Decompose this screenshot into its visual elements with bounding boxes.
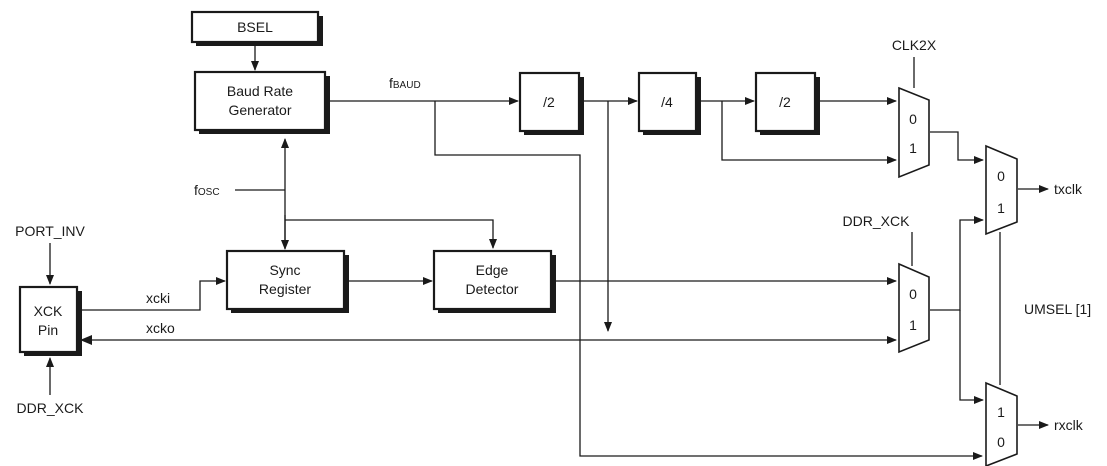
wires: [46, 43, 1049, 460]
rx-mux-input-1: 1: [997, 404, 1005, 420]
edge-label-line2: Detector: [466, 281, 519, 297]
bsel-label: BSEL: [237, 19, 273, 35]
tx-mux-input-1: 1: [997, 200, 1005, 216]
blocks: BSEL Baud Rate Generator /2 /4 /2 Sync R…: [18, 10, 820, 356]
divide-by-2-block-b: [754, 71, 817, 133]
clk2x-mux: [898, 86, 930, 179]
clk2x-mux-input-1: 1: [909, 140, 917, 156]
xcko-label: xcko: [146, 320, 175, 336]
fosc-sub: OSC: [198, 187, 220, 198]
edge-label-line1: Edge: [476, 262, 509, 278]
xck-label-line2: Pin: [38, 322, 58, 338]
sync-label-line1: Sync: [269, 262, 300, 278]
div2a-label: /2: [543, 94, 555, 110]
umsel-label: UMSEL [1]: [1024, 301, 1091, 317]
ddr-xck-bottom-label: DDR_XCK: [17, 400, 85, 416]
sync-label-line2: Register: [259, 281, 311, 297]
div2b-label: /2: [779, 94, 791, 110]
clk2x-label: CLK2X: [892, 37, 937, 53]
fbaud-main: f: [389, 75, 393, 91]
rx-mux-input-0: 0: [997, 434, 1005, 450]
wire-xcki: [80, 277, 226, 311]
div4-label: /4: [661, 94, 673, 110]
ddr-mux-input-0: 0: [909, 286, 917, 302]
xcki-label: xcki: [146, 290, 170, 306]
fosc-main: f: [194, 182, 198, 198]
ddr-xck-top-label: DDR_XCK: [843, 213, 911, 229]
wire-fbaud-to-rx-mux0: [434, 101, 983, 460]
xck-label-line1: XCK: [34, 303, 63, 319]
signal-labels: fBAUD fOSC CLK2X DDR_XCK PORT_INV DDR_XC…: [15, 37, 1091, 433]
bsel-block: [190, 10, 320, 44]
port-inv-label: PORT_INV: [15, 223, 85, 239]
wire-clk2x-mux-to-tx-mux0: [930, 131, 984, 164]
tx-mux-input-0: 0: [997, 168, 1005, 184]
divide-by-4-block: [637, 71, 698, 133]
baud-label-line1: Baud Rate: [227, 83, 293, 99]
xcko-left-arrow: [80, 335, 92, 345]
ddr-xck-mux: [898, 262, 930, 354]
ddr-mux-input-1: 1: [909, 317, 917, 333]
sync-register-block: [225, 249, 346, 311]
edge-detector-block: [432, 249, 553, 311]
rxclk-mux: [985, 381, 1018, 466]
wire-fosc-to-edge: [285, 219, 497, 249]
rxclk-label: rxclk: [1054, 417, 1084, 433]
fbaud-sub: BAUD: [393, 80, 421, 91]
xck-pin-block: [18, 285, 79, 354]
multiplexers: 0 1 0 1 0 1 1 0: [898, 86, 1018, 466]
wire-ddr-mux-to-tx-mux1: [930, 216, 984, 311]
fosc-label: fOSC: [194, 182, 220, 198]
clk2x-mux-input-0: 0: [909, 111, 917, 127]
txclk-label: txclk: [1054, 181, 1083, 197]
wire-div4-tap-to-clk2x-mux1: [721, 101, 897, 164]
txclk-mux: [985, 144, 1018, 236]
fbaud-label: fBAUD: [389, 75, 421, 91]
divide-by-2-block-a: [518, 71, 581, 133]
wire-ddr-mux-to-rx-mux1: [959, 310, 984, 404]
baud-rate-generator-block: [193, 70, 327, 132]
baud-label-line2: Generator: [228, 102, 291, 118]
